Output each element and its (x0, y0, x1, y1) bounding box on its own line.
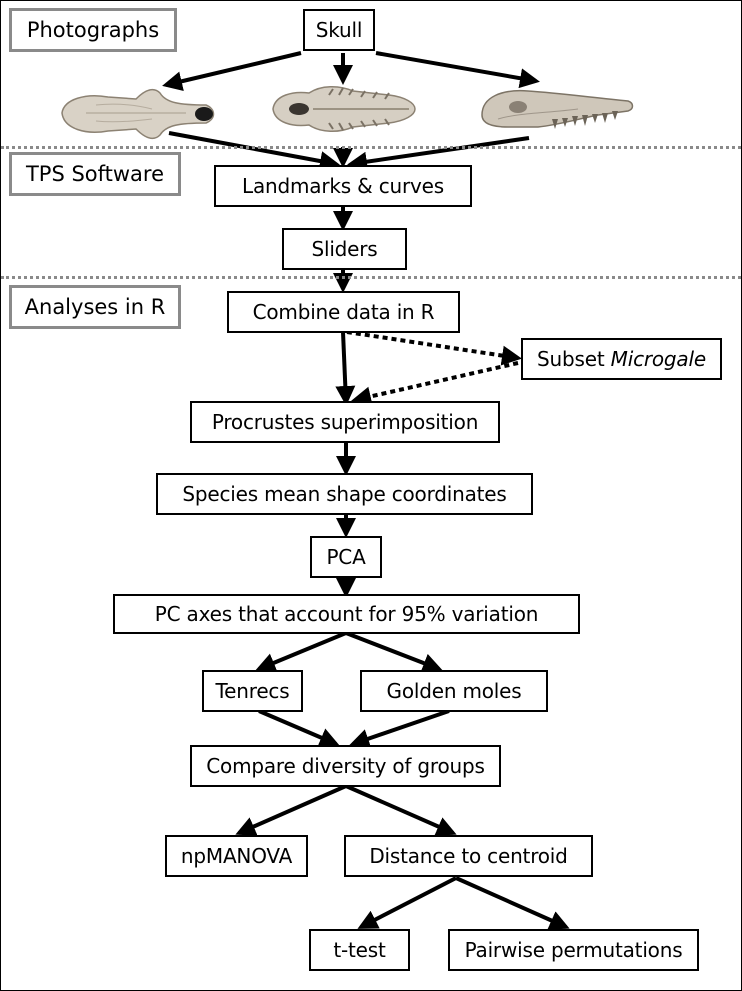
arrow-combine-to-procrustes (335, 331, 356, 406)
node-species-mean: Species mean shape coordinates (156, 473, 533, 515)
node-combine-data: Combine data in R (227, 291, 460, 333)
arrow-lateral-to-landmarks (347, 136, 530, 172)
section-divider-tps-analyses (1, 276, 741, 279)
skull-photo-ventral (272, 86, 416, 132)
arrow-golden-to-compare (349, 709, 450, 749)
node-landmarks-curves: Landmarks & curves (214, 165, 472, 207)
node-compare-diversity: Compare diversity of groups (190, 745, 501, 787)
node-procrustes: Procrustes superimposition (190, 401, 500, 443)
node-pc-axes: PC axes that account for 95% variation (113, 594, 580, 634)
arrow-pcaxes-to-tenrecs (255, 631, 347, 673)
arrow-tenrecs-to-compare (258, 709, 340, 747)
section-label-photographs: Photographs (9, 8, 177, 52)
skull-photo-dorsal (61, 88, 215, 140)
subset-prefix: Subset (537, 347, 605, 371)
arrow-distance-to-pairwise (455, 876, 570, 930)
arrow-pcaxes-to-golden (345, 631, 443, 673)
section-label-tps-software: TPS Software (9, 152, 181, 196)
node-tenrecs: Tenrecs (202, 670, 303, 712)
section-label-analyses-in-r: Analyses in R (9, 285, 181, 329)
skull-photo-lateral (481, 89, 634, 129)
node-sliders: Sliders (282, 228, 407, 270)
node-subset-microgale: Subset Microgale (521, 338, 722, 380)
subset-taxon: Microgale (610, 347, 706, 371)
node-skull: Skull (303, 9, 375, 51)
arrow-compare-to-npmanova (235, 784, 347, 836)
node-golden-moles: Golden moles (360, 670, 548, 712)
dotted-arrow-subset-to-procrustes (351, 361, 519, 407)
section-divider-photographs-tps (1, 146, 741, 149)
node-pca: PCA (310, 536, 382, 578)
dotted-arrow-combine-to-subset (346, 330, 522, 366)
arrow-skull-to-dorsal (162, 51, 302, 92)
node-distance-centroid: Distance to centroid (344, 835, 593, 877)
arrow-compare-to-distance (345, 784, 457, 836)
node-pairwise-permutations: Pairwise permutations (448, 929, 699, 971)
node-npmanova: npMANOVA (165, 835, 308, 877)
arrow-skull-to-lateral (375, 51, 540, 89)
node-t-test: t-test (309, 929, 410, 971)
arrow-distance-to-ttest (357, 876, 457, 929)
